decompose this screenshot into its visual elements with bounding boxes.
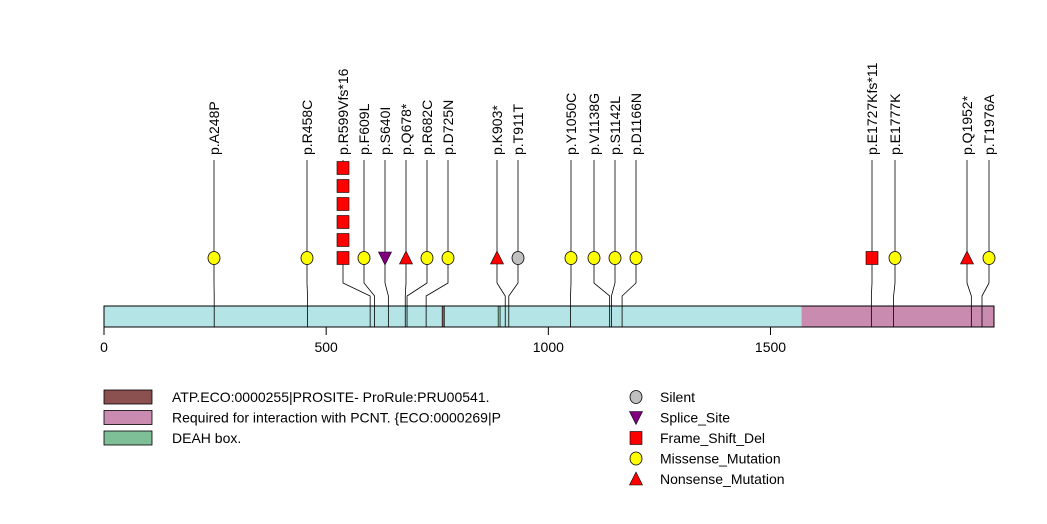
mutation-label: p.E1727Kfs*11 [864,62,880,155]
mutation-label: p.A248P [206,101,222,155]
mutation-label: p.S1142L [607,96,623,155]
mutation-lollipop: p.V1138G [586,93,611,327]
legend-splice_site-icon [629,411,643,426]
mutation-lollipop: p.Q678* [398,103,414,327]
lollipop-stem [342,258,371,327]
legend-domain-swatch [103,410,153,425]
mutation-label: p.F609L [356,103,372,155]
domain-deah [497,305,501,328]
mutation-lollipop: p.A248P [206,101,222,327]
mutation-label: p.V1138G [586,93,602,155]
legend-frame_shift_del-icon [629,431,643,445]
lollipop-stem [966,258,972,327]
x-tick-label: 0 [100,339,108,355]
mutation-marker-missense_mutation [207,251,221,265]
legend-domain-swatch [103,389,153,405]
lollipop-stem [496,258,506,327]
mutation-marker-missense_mutation [608,251,622,265]
lollipop-stem [611,258,616,327]
lollipop-stem [404,258,407,327]
mutation-lollipop: p.T1976A [981,94,997,327]
mutation-marker-nonsense_mutation [960,250,974,265]
mutation-label: p.R599Vfs*16 [335,68,351,155]
protein-backbone [104,306,994,327]
lollipop-stem [593,258,611,327]
mutation-marker-missense_mutation [982,251,996,265]
legend-mutation-label: Nonsense_Mutation [660,471,785,487]
mutation-marker-missense_mutation [357,251,371,265]
mutation-label: p.R682C [419,100,435,155]
lollipop-stem [406,258,428,327]
mutation-lollipop: p.E1727Kfs*11 [864,62,880,327]
mutation-marker-missense_mutation [441,251,455,265]
lollipop-stem [425,258,449,327]
mutation-marker-silent [511,251,525,265]
mutation-lollipop: p.S1142L [607,96,623,327]
x-tick-label: 1000 [533,339,564,355]
legend-domain-label: Required for interaction with PCNT. {ECO… [172,410,501,426]
legend-nonsense_mutation-icon [629,471,643,486]
mutation-label: p.R458C [299,100,315,155]
x-tick-label: 1500 [755,339,786,355]
lollipop-stem [893,258,896,327]
mutation-marker-nonsense_mutation [399,250,413,265]
legend-missense_mutation-icon [629,451,643,466]
mutation-marker-missense_mutation [300,251,314,265]
mutation-marker-frame_shift_del [336,251,350,265]
domain-required [801,306,994,327]
mutation-label: p.T911T [510,103,526,155]
mutation-label: p.Y1050C [563,93,579,155]
mutation-lollipop: p.R458C [299,100,315,327]
mutation-marker-splice_site [378,251,392,266]
legend-domain-label: DEAH box. [172,430,241,446]
mutation-lollipop: p.F609L [356,103,375,327]
legend-mutation-label: Frame_Shift_Del [660,430,765,446]
mutation-label: p.Q1952* [959,95,975,155]
mutation-label: p.T1976A [981,94,997,155]
mutation-lollipop: p.E1777K [887,93,903,327]
mutation-marker-frame_shift_del [865,251,879,265]
mutation-lollipop: p.D1166N [621,93,644,327]
legend-mutation-label: Missense_Mutation [660,451,781,467]
mutation-lollipop: p.Q1952* [959,95,975,327]
domain-atp [441,305,445,328]
mutation-marker-missense_mutation [629,251,643,265]
legend-silent-icon [629,390,643,404]
lollipop-stem [621,258,637,327]
mutation-marker-frame_shift_del [336,233,350,247]
lollipop-stem [981,258,990,327]
mutation-label: p.D725N [440,100,456,155]
mutation-lollipop: p.D725N [425,100,456,327]
mutation-lollipop: p.T911T [508,103,526,327]
x-tick-label: 500 [314,339,338,355]
lollipop-stem [508,258,519,327]
legend-mutation-label: Silent [660,389,695,405]
mutation-lollipop: p.S640I [377,107,393,327]
legend-mutation-label: Splice_Site [660,410,730,426]
legend-domain-swatch [103,430,153,446]
mutation-lollipop: p.Y1050C [563,93,579,327]
mutation-lollipop: p.R599Vfs*16 [335,68,371,327]
lollipop-stem [363,258,375,327]
legend-domain-label: ATP.ECO:0000255|PROSITE- ProRule:PRU0054… [172,389,490,405]
mutation-marker-missense_mutation [564,251,578,265]
mutation-label: p.S640I [377,107,393,155]
mutation-lollipop: p.K903* [489,105,506,327]
mutation-label: p.E1777K [887,93,903,155]
mutation-marker-frame_shift_del [336,161,350,175]
mutation-marker-frame_shift_del [336,179,350,193]
mutation-marker-missense_mutation [587,251,601,265]
lollipop-stem [384,258,389,327]
lollipop-stem [870,258,873,327]
mutation-marker-missense_mutation [420,251,434,265]
mutation-label: p.K903* [489,105,505,155]
mutation-marker-nonsense_mutation [490,250,504,265]
mutation-label: p.D1166N [628,93,644,155]
mutation-label: p.Q678* [398,103,414,155]
mutation-marker-missense_mutation [888,251,902,265]
lollipop-stem [306,258,308,327]
mutation-lollipop: p.R682C [406,100,435,327]
mutation-marker-frame_shift_del [336,197,350,211]
mutation-marker-frame_shift_del [336,215,350,229]
